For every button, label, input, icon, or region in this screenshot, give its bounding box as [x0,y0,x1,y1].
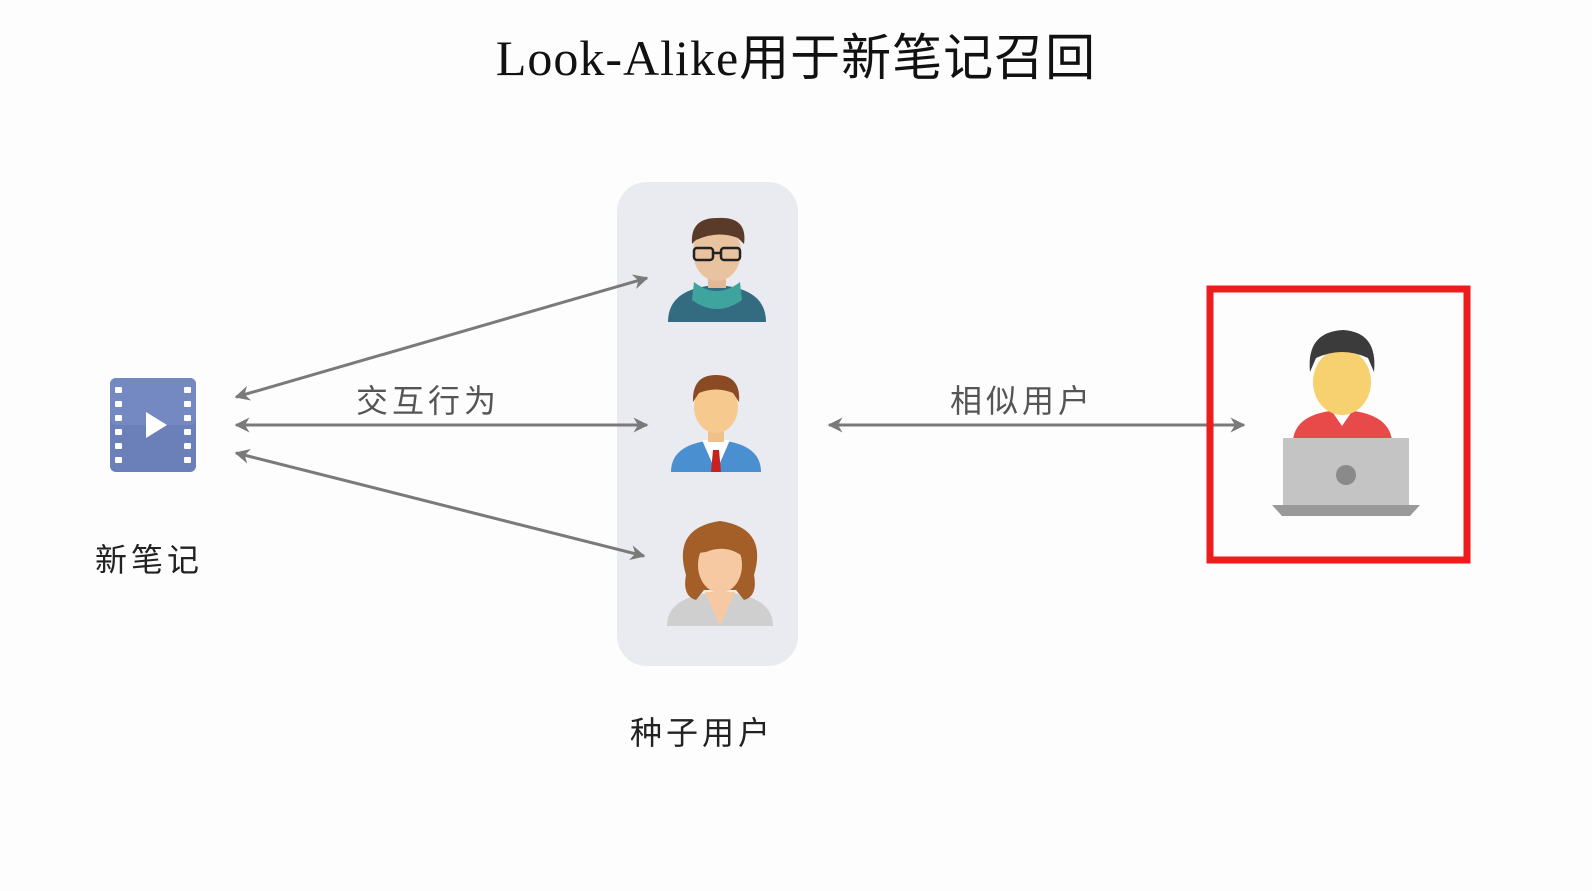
seed-users-label: 种子用户 [630,714,775,752]
arrow-to-user-1 [234,274,649,401]
user-woman-icon [667,521,773,626]
user-glasses-scarf-icon [668,217,766,322]
target-user-highlight [1206,285,1471,564]
interaction-arrows [234,274,649,560]
user-businessman-icon [671,375,761,472]
similar-users-label: 相似用户 [950,382,1095,420]
video-file-icon [110,378,196,472]
page-title: Look-Alike用于新笔记召回 [495,30,1097,86]
new-note-label: 新笔记 [95,541,204,579]
interaction-label: 交互行为 [356,382,501,420]
arrow-to-user-3 [234,449,646,560]
user-laptop-icon [1272,330,1420,516]
